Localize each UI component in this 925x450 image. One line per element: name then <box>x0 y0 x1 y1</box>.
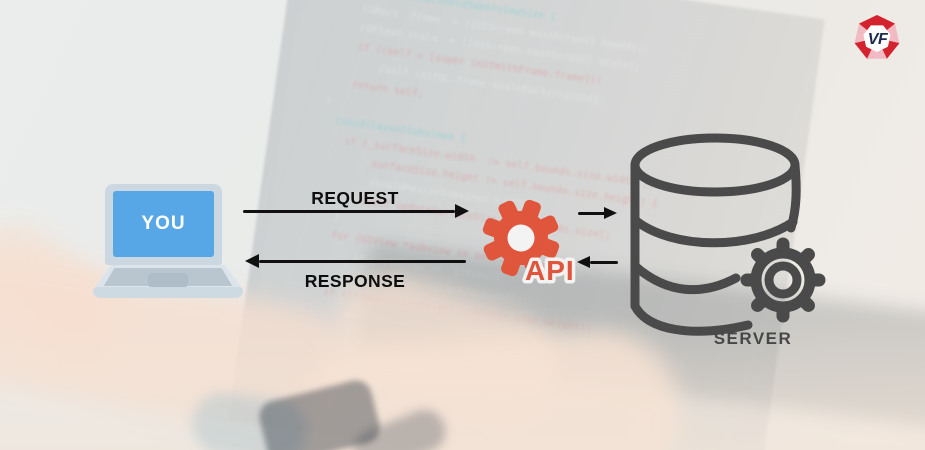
laptop-bottom-bar <box>93 287 243 298</box>
logo-center <box>863 25 891 52</box>
database-icon <box>630 133 826 336</box>
server-to-api-arrow <box>590 261 618 264</box>
response-arrow <box>259 260 466 263</box>
api-to-server-arrow <box>578 212 606 215</box>
api-label: API <box>525 255 575 286</box>
api-to-server-arrowhead-icon <box>604 207 617 219</box>
server-to-api-arrowhead-icon <box>577 256 590 268</box>
logo-monogram: VF <box>868 31 889 48</box>
background-desk <box>0 320 925 450</box>
client-label: YOU <box>141 213 186 234</box>
request-arrow <box>243 210 455 213</box>
response-label: RESPONSE <box>304 271 406 291</box>
server-label: SERVER <box>713 329 793 348</box>
request-label: REQUEST <box>311 188 399 208</box>
laptop-icon: YOU <box>93 181 243 301</box>
response-arrowhead-icon <box>245 254 259 268</box>
laptop-touchpad <box>148 273 188 287</box>
laptop-screen: YOU <box>113 191 214 257</box>
brand-logo: VF <box>854 15 900 59</box>
api-gear-hole <box>507 224 535 252</box>
api-gear-icon: API <box>482 199 577 290</box>
server-gear-icon <box>740 237 826 323</box>
request-arrowhead-icon <box>455 204 469 218</box>
